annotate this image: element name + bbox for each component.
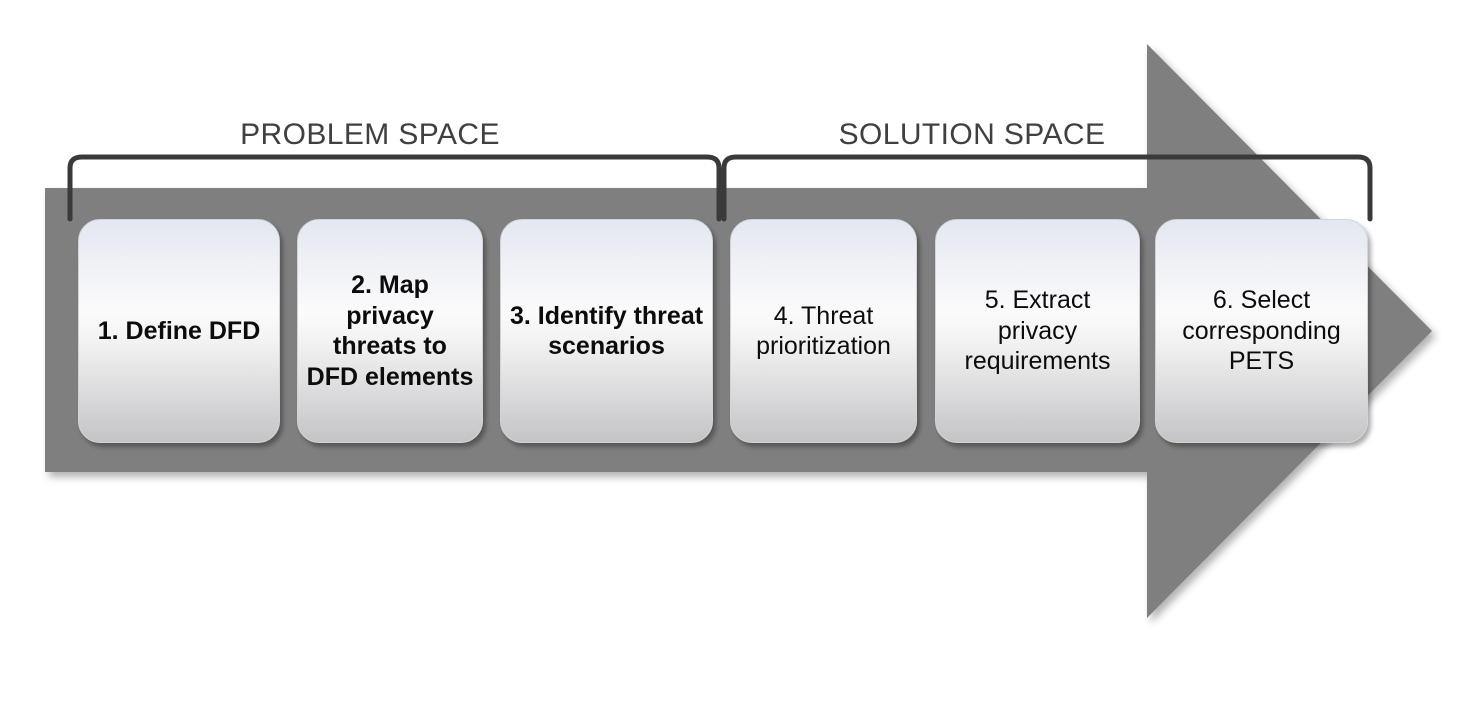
step-box-1[interactable]: 1. Define DFD xyxy=(78,219,280,443)
bracket-label-problem-space: PROBLEM SPACE xyxy=(240,118,500,151)
step-box-3-label: 3. Identify threat scenarios xyxy=(509,301,704,361)
step-box-4-label: 4. Threat prioritization xyxy=(756,301,891,361)
step-box-6-label: 6. Select corresponding PETS xyxy=(1182,286,1341,376)
step-box-5-label: 5. Extract privacy requirements xyxy=(964,286,1111,376)
bracket-label-solution-space: SOLUTION SPACE xyxy=(838,118,1106,151)
bracket-solution-space xyxy=(721,154,1373,222)
step-box-2-label: 2. Map privacy threats to DFD elements xyxy=(306,271,474,391)
step-box-6[interactable]: 6. Select corresponding PETS xyxy=(1155,219,1368,443)
step-box-4[interactable]: 4. Threat prioritization xyxy=(730,219,917,443)
bracket-problem-space xyxy=(67,154,722,222)
step-box-2[interactable]: 2. Map privacy threats to DFD elements xyxy=(297,219,483,443)
step-box-5[interactable]: 5. Extract privacy requirements xyxy=(935,219,1140,443)
step-box-1-label: 1. Define DFD xyxy=(97,316,261,345)
step-box-3[interactable]: 3. Identify threat scenarios xyxy=(500,219,713,443)
